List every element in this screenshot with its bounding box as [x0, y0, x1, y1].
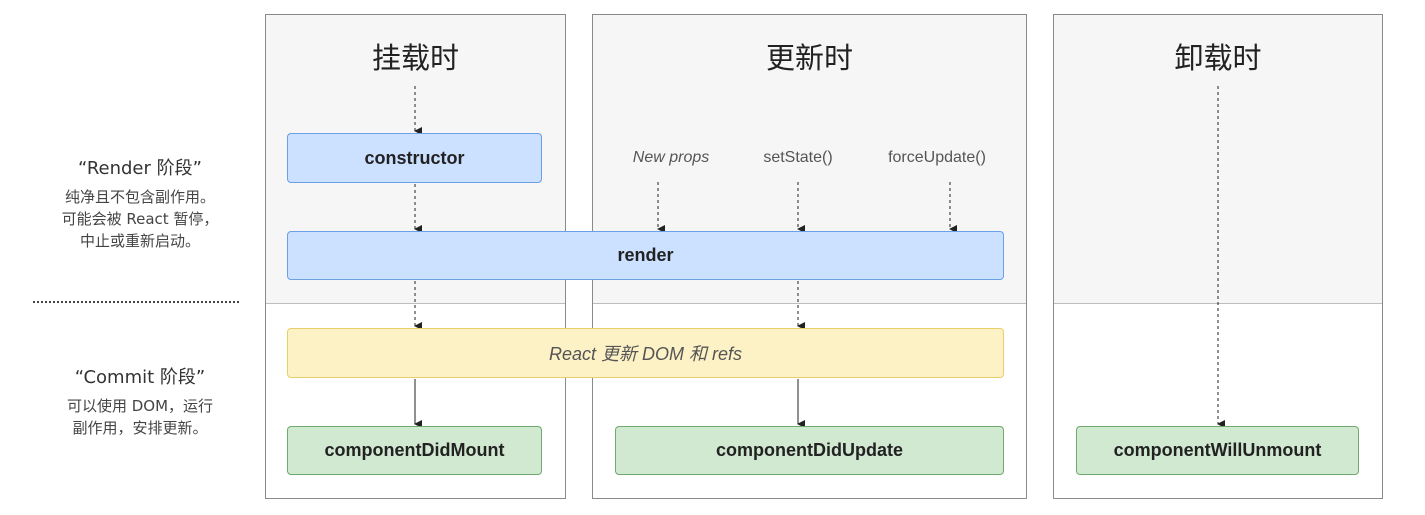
render-phase-line: 中止或重新启动。	[79, 232, 200, 250]
commit-phase-label: “Commit 阶段” 可以使用 DOM，运行 副作用，安排更新。	[20, 363, 260, 439]
render-box: render	[287, 231, 1004, 280]
component-will-unmount-box: componentWillUnmount	[1076, 426, 1359, 475]
update-column-title: 更新时	[765, 41, 853, 75]
component-did-update-box: componentDidUpdate	[615, 426, 1004, 475]
render-phase-title: “Render 阶段”	[78, 158, 202, 179]
render-phase-line: 可能会被 React 暂停，	[61, 210, 219, 228]
force-update-trigger: forceUpdate()	[888, 149, 986, 166]
commit-dom-refs-box: React 更新 DOM 和 refs	[287, 328, 1004, 378]
new-props-trigger: New props	[632, 149, 710, 166]
commit-phase-line: 副作用，安排更新。	[72, 419, 208, 437]
phase-divider	[33, 301, 239, 303]
commit-phase-line: 可以使用 DOM，运行	[66, 397, 214, 415]
mount-column-title: 挂载时	[371, 41, 459, 75]
set-state-trigger: setState()	[763, 149, 833, 166]
constructor-box: constructor	[287, 133, 542, 183]
commit-phase-title: “Commit 阶段”	[74, 367, 206, 388]
render-phase-label: “Render 阶段” 纯净且不包含副作用。 可能会被 React 暂停， 中止…	[20, 154, 260, 252]
render-phase-line: 纯净且不包含副作用。	[64, 188, 215, 206]
commit-phase-description: 可以使用 DOM，运行 副作用，安排更新。	[20, 395, 260, 439]
component-did-mount-box: componentDidMount	[287, 426, 542, 475]
render-phase-description: 纯净且不包含副作用。 可能会被 React 暂停， 中止或重新启动。	[20, 186, 260, 252]
unmount-column-title: 卸载时	[1174, 41, 1262, 75]
